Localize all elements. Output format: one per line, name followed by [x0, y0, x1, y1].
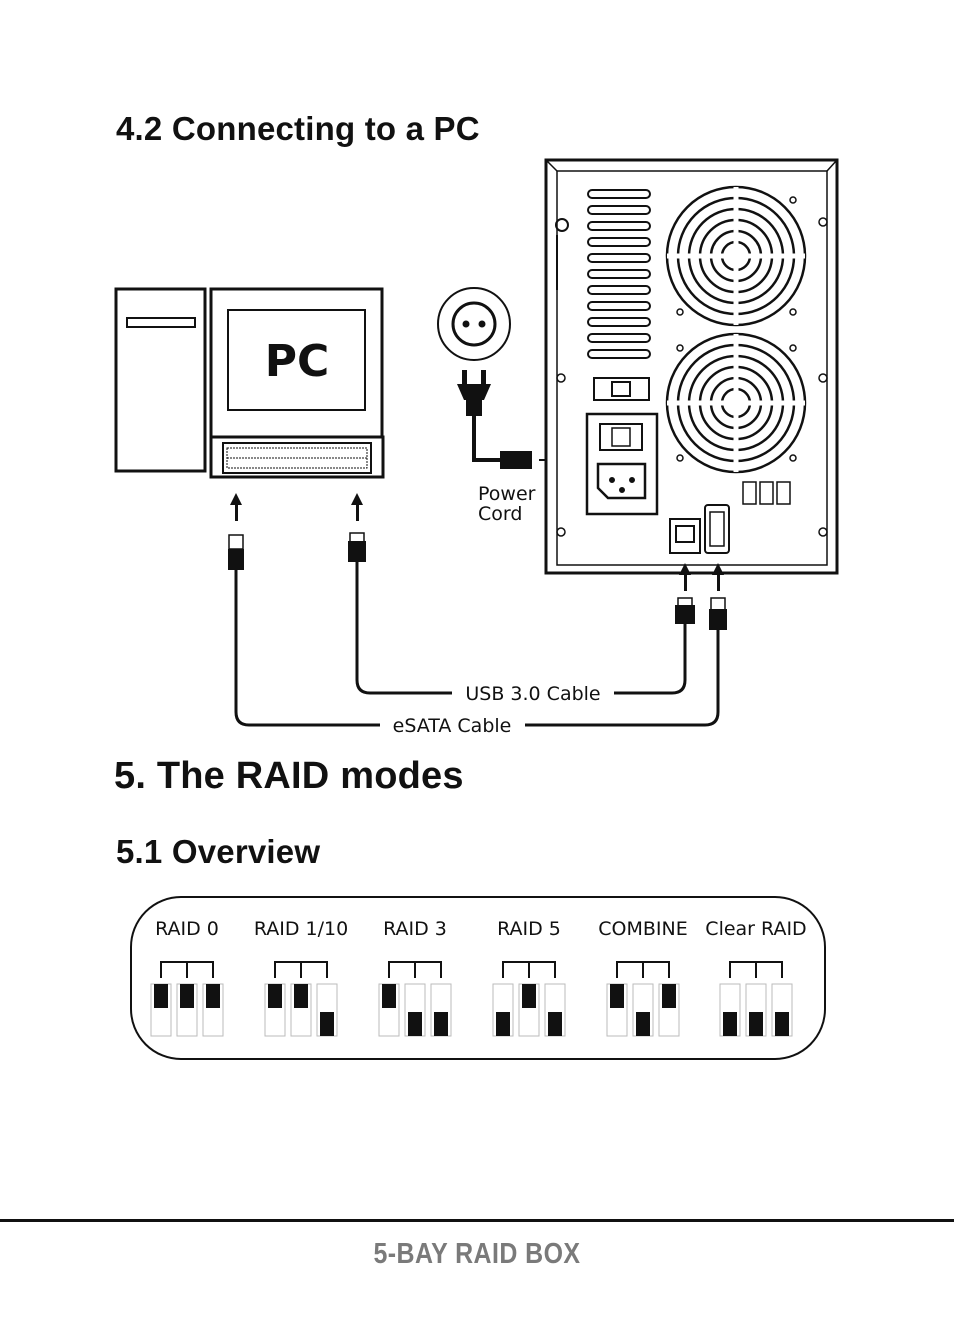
section-heading-connecting: 4.2 Connecting to a PC	[116, 110, 480, 147]
raid-switch-group	[150, 961, 224, 1037]
usb-cable-label: USB 3.0 Cable	[465, 683, 600, 705]
power-cord-label-2: Cord	[478, 503, 522, 525]
power-cord-label-1: Power	[478, 483, 536, 505]
raid-mode-label: RAID 3	[383, 918, 447, 940]
raid-switch-diagrams	[150, 961, 793, 1037]
switch-knob-down	[434, 1012, 448, 1036]
fan-top-icon	[665, 185, 807, 327]
switch-knob-down	[775, 1012, 789, 1036]
raid-switch-group	[719, 961, 793, 1037]
switch-knob-down	[723, 1012, 737, 1036]
switch-knob-up	[154, 984, 168, 1008]
raid-switch-group	[492, 961, 566, 1037]
switch-knob-up	[610, 984, 624, 1008]
switch-knob-up	[382, 984, 396, 1008]
cable-connectors	[228, 532, 727, 630]
switch-knob-down	[320, 1012, 334, 1036]
section-heading-raid-modes: 5. The RAID modes	[114, 755, 464, 797]
fan-bottom-icon	[665, 332, 807, 474]
raid-mode-label: RAID 0	[155, 918, 219, 940]
raid-mode-label: COMBINE	[598, 918, 687, 940]
switch-bracket	[502, 961, 556, 978]
switch-knob-down	[548, 1012, 562, 1036]
switch-knob-down	[408, 1012, 422, 1036]
raid-box-rear	[544, 158, 839, 575]
switch-knob-down	[636, 1012, 650, 1036]
raid-switch-group	[264, 961, 338, 1037]
footer-title: 5-BAY RAID BOX	[373, 1238, 581, 1270]
raid-switch-group	[606, 961, 680, 1037]
pc-tower	[114, 287, 207, 473]
raid-mode-label: RAID 5	[497, 918, 561, 940]
raid-mode-labels: RAID 0 RAID 1/10 RAID 3 RAID 5 COMBINE Clear …	[155, 918, 807, 940]
footer-divider	[0, 1219, 954, 1222]
pc-monitor	[209, 287, 385, 479]
switch-knob-down	[496, 1012, 510, 1036]
switch-bracket	[616, 961, 670, 978]
switch-knob-up	[268, 984, 282, 1008]
switch-knob-up	[294, 984, 308, 1008]
switch-knob-up	[522, 984, 536, 1008]
switch-knob-down	[749, 1012, 763, 1036]
esata-cable-line	[234, 570, 720, 727]
switch-knob-up	[662, 984, 676, 1008]
esata-cable-label: eSATA Cable	[393, 715, 512, 737]
pc-label: PC	[265, 336, 330, 387]
raid-mode-label: RAID 1/10	[254, 918, 348, 940]
switch-bracket	[274, 961, 328, 978]
raid-switch-group	[378, 961, 452, 1037]
switch-knob-up	[206, 984, 220, 1008]
usb-cable-line	[355, 562, 687, 695]
vent-slots	[587, 189, 651, 359]
arrow-up-icons	[230, 493, 724, 591]
switch-bracket	[388, 961, 442, 978]
raid-mode-label: Clear RAID	[705, 918, 806, 940]
switch-knob-up	[180, 984, 194, 1008]
power-outlet-icon	[437, 287, 511, 361]
section-heading-overview: 5.1 Overview	[116, 833, 321, 870]
switch-bracket	[729, 961, 783, 978]
switch-bracket	[160, 961, 214, 978]
